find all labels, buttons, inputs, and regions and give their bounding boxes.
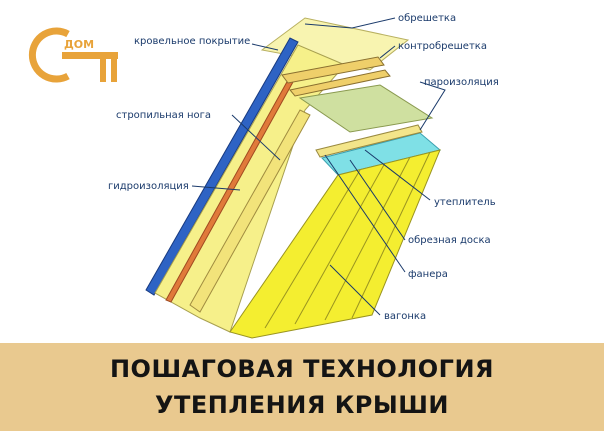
board-seam-1 (264, 169, 361, 329)
rafter-beam (189, 109, 311, 313)
dom-logo: ДОМ (28, 27, 118, 83)
logo-text: ДОМ (64, 38, 94, 51)
leader-stropilnaya (231, 114, 281, 161)
label-kontrobreshetka: контробрешетка (398, 41, 487, 52)
roofing-layer (145, 37, 299, 296)
logo-post-left-shape (100, 52, 106, 82)
banner-title-line-1: ПОШАГОВАЯ ТЕХНОЛОГИЯ (109, 355, 495, 383)
title-banner: ПОШАГОВАЯ ТЕХНОЛОГИЯ УТЕПЛЕНИЯ КРЫШИ (0, 343, 604, 431)
leader-fanera (324, 154, 406, 273)
leader-uteplitel (364, 149, 431, 201)
label-krovelnoe: кровельное покрытие (134, 36, 250, 47)
logo-emblem-icon (28, 27, 70, 83)
leader-paroizolyaciya (419, 81, 446, 131)
cladding-panel (229, 149, 441, 339)
roof-insulation-diagram: ДОМ (28, 13, 499, 339)
roof-layers (145, 17, 442, 339)
logo-bar-shape (62, 52, 118, 59)
leader-kontrobreshetka (379, 45, 396, 59)
label-fanera: фанера (408, 269, 448, 280)
leader-vagonka (329, 264, 381, 316)
label-obreshetka: обрешетка (398, 13, 456, 24)
leader-obreshetka (304, 17, 396, 29)
board-seam-3 (324, 156, 411, 321)
leader-gidroizolyaciya (191, 185, 241, 191)
label-gidroizolyaciya: гидроизоляция (108, 181, 189, 192)
leader-obreznaya (349, 159, 406, 241)
label-stropilnaya: стропильная нога (116, 110, 211, 121)
logo-post-right-shape (111, 52, 117, 82)
vapor-block (298, 84, 434, 133)
label-obreznaya: обрезная доска (408, 235, 491, 246)
layer-labels: обрешетка кровельное покрытие контробреш… (108, 13, 499, 322)
batten (289, 69, 391, 97)
banner-title-line-2: УТЕПЛЕНИЯ КРЫШИ (155, 391, 449, 419)
label-vagonka: вагонка (384, 311, 426, 322)
plywood-layer (315, 124, 423, 158)
label-uteplitel: утеплитель (434, 197, 496, 208)
counter-batten (281, 56, 385, 84)
leader-lines (191, 17, 446, 316)
board-seam-4 (351, 151, 431, 319)
leader-krovelnoe (251, 43, 279, 51)
label-paroizolyaciya: пароизоляция (424, 77, 499, 88)
